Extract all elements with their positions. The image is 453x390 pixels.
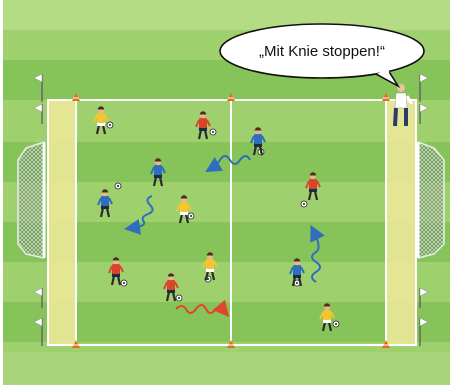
right-goal xyxy=(418,142,444,258)
ball-icon xyxy=(121,280,127,286)
ball-icon xyxy=(301,201,307,207)
right-end-zone xyxy=(386,100,416,345)
left-end-zone xyxy=(48,100,76,345)
left-goal xyxy=(18,142,44,258)
ball-icon xyxy=(107,122,113,128)
ball-icon xyxy=(176,295,182,301)
ball-icon xyxy=(115,183,121,189)
ball-icon xyxy=(210,129,216,135)
ball-icon xyxy=(333,321,339,327)
ball-icon xyxy=(188,213,194,219)
speech-bubble-text: „Mit Knie stoppen!“ xyxy=(222,33,422,69)
